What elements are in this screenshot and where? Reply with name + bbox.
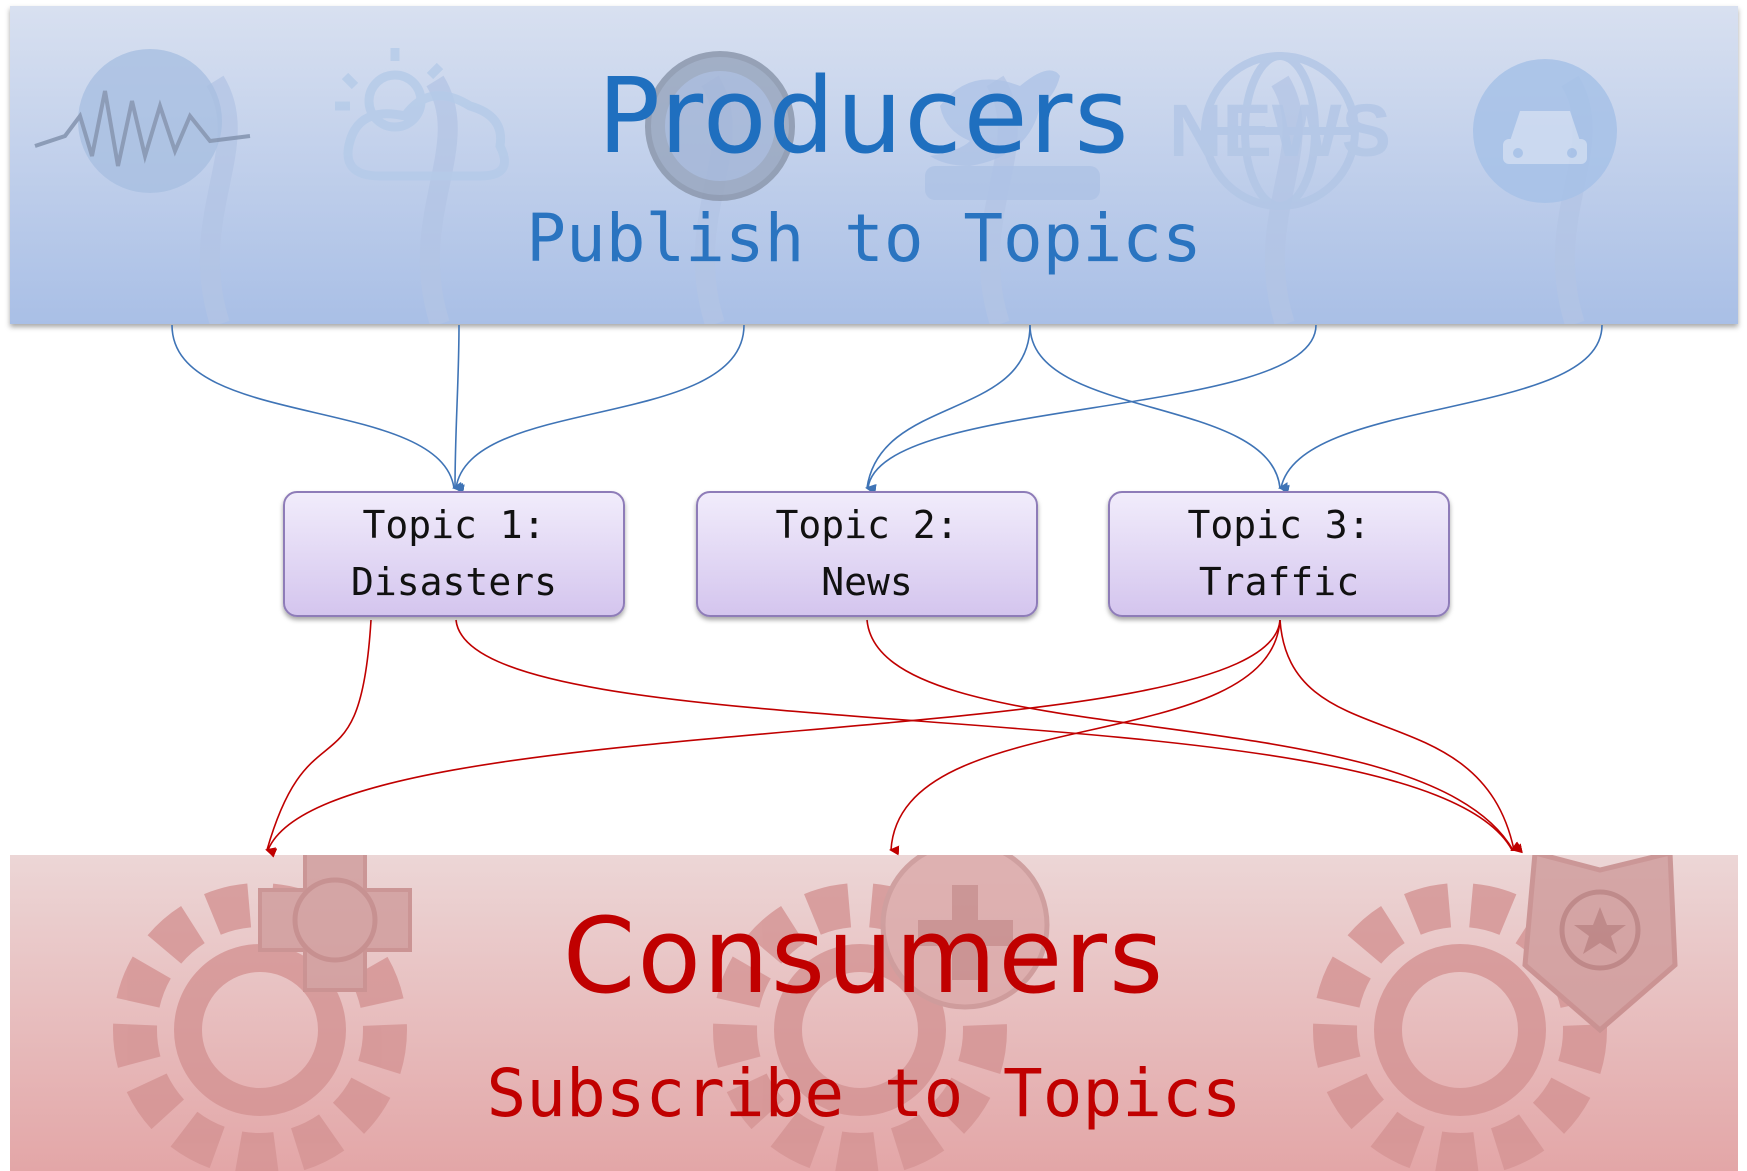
consumers-band [10,855,1738,1171]
producers-subtitle: Publish to Topics [526,200,1202,277]
topic-box-news: Topic 2: News [696,491,1038,617]
medical-cross-gear-icon [713,855,1050,1171]
publish-arrow [866,324,1317,495]
topic-name: Disasters [351,560,557,604]
news-globe-icon: NEWS [1169,52,1391,210]
weather-cloud-icon [335,48,509,181]
topic-box-disasters: Topic 1: Disasters [283,491,625,617]
earthquake-globe-icon [34,49,251,193]
subscribe-arrow [265,619,372,858]
subscribe-arrow [266,619,1281,858]
police-badge-gear-icon [1313,855,1678,1171]
subscribe-arrow [455,619,1522,851]
topic-label: Topic 3: [1187,503,1371,547]
subscribe-arrow [866,619,1523,852]
car-icon [1473,59,1617,203]
subscribe-arrow [889,619,1281,856]
publish-arrow [453,324,464,494]
fire-dept-gear-icon [113,855,412,1171]
producers-title: Producers [597,55,1131,177]
consumers-background [113,855,1678,1171]
producers-background: NEWS [34,48,1617,324]
consumers-title: Consumers [562,895,1166,1017]
publish-arrow [1279,324,1603,495]
producers-band: NEWS [10,6,1738,324]
publish-arrow [171,324,463,492]
topic-label: Topic 2: [775,503,959,547]
topic-name: News [821,560,913,604]
subscribe-arrow [1279,619,1523,854]
topic-label: Topic 1: [362,503,546,547]
svg-text:NEWS: NEWS [1169,89,1391,172]
publish-arrow [865,324,1031,495]
hotline-icon [645,51,795,201]
publish-arrow [454,324,745,495]
topic-name: Traffic [1198,560,1360,604]
twitter-icon [925,70,1100,200]
consumers-subtitle: Subscribe to Topics [486,1055,1242,1132]
topic-box-traffic: Topic 3: Traffic [1108,491,1450,617]
publish-arrow [1029,324,1289,493]
